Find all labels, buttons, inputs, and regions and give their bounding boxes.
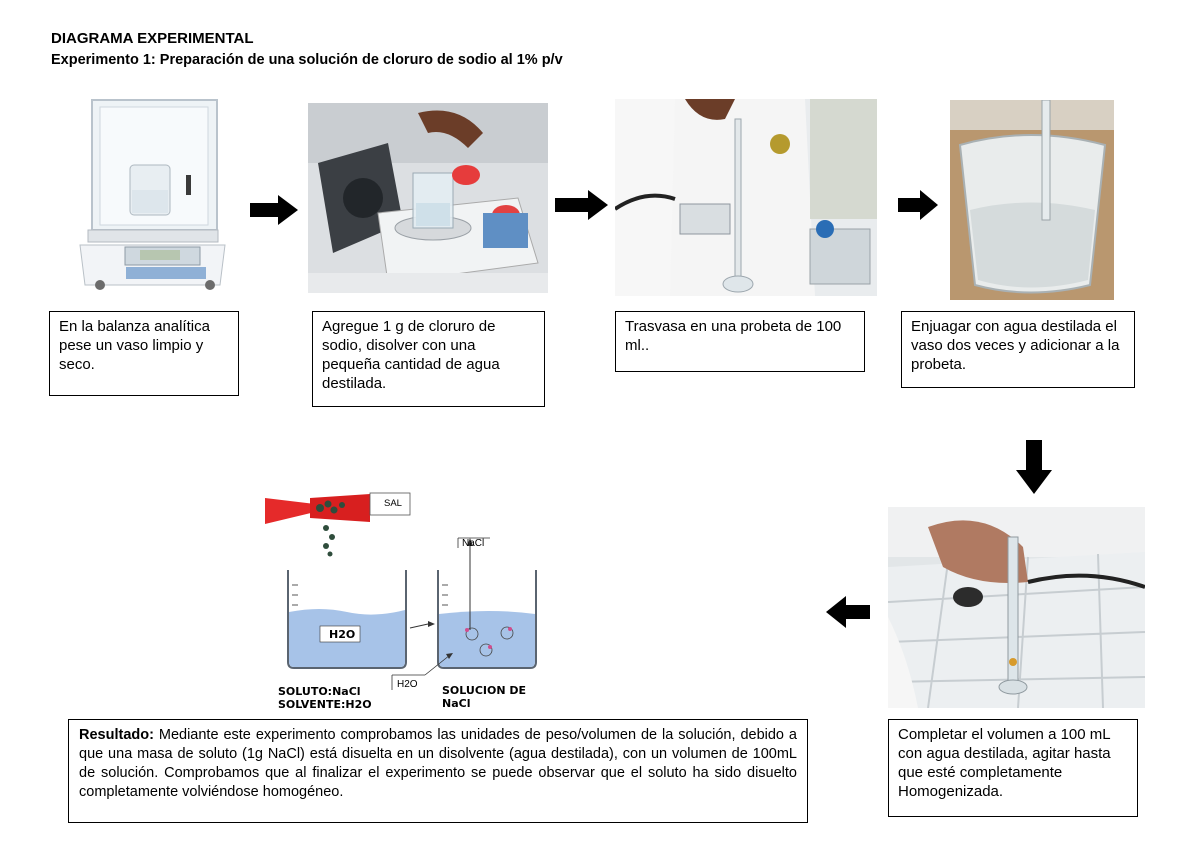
solvente-label: SOLVENTE:H2O	[278, 698, 372, 711]
page-subtitle: Experimento 1: Preparación de una soluci…	[51, 52, 563, 68]
rinse-photo	[950, 100, 1114, 300]
arrow-left-icon	[826, 596, 870, 628]
arrow-right-icon	[555, 190, 608, 220]
dissolution-diagram: SAL NaCl H2O H2O SOLUTO:NaCl SOLVENTE:H2…	[260, 490, 550, 715]
result-label: Resultado:	[79, 727, 154, 743]
step-2-text: Agregue 1 g de cloruro de sodio, disolve…	[312, 311, 545, 407]
page-title: DIAGRAMA EXPERIMENTAL	[51, 30, 254, 47]
solucion-label: SOLUCION DE	[442, 684, 527, 697]
sal-label: SAL	[384, 498, 402, 509]
arrow-right-icon	[250, 195, 298, 225]
arrow-down-icon	[1016, 440, 1052, 494]
h2o-arrow-label: H2O	[397, 679, 418, 690]
solucion-label-2: NaCl	[442, 697, 471, 710]
arrow-right-icon	[898, 190, 938, 220]
result-box: Resultado: Mediante este experimento com…	[68, 719, 808, 823]
soluto-label: SOLUTO:NaCl	[278, 685, 361, 698]
step-3-text: Trasvasa en una probeta de 100 ml..	[615, 311, 865, 372]
balance-photo	[70, 95, 235, 295]
step-1-text: En la balanza analítica pese un vaso lim…	[49, 311, 239, 396]
transfer-photo	[615, 99, 877, 296]
cylinder-photo	[888, 507, 1145, 708]
stirrer-photo	[308, 103, 548, 293]
step-5-text: Completar el volumen a 100 mL con agua d…	[888, 719, 1138, 817]
step-4-text: Enjuagar con agua destilada el vaso dos …	[901, 311, 1135, 388]
result-text: Mediante este experimento comprobamos la…	[79, 727, 797, 800]
h2o-label: H2O	[329, 628, 356, 641]
nacl-label: NaCl	[462, 538, 485, 549]
